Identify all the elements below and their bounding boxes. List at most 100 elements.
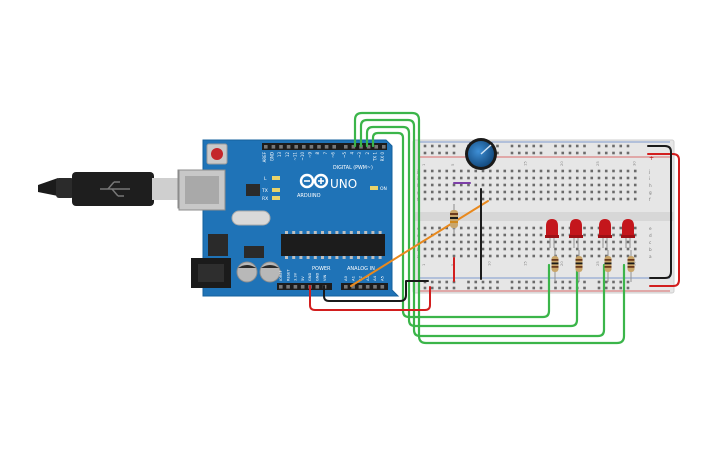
rail-hole[interactable] [626, 151, 630, 155]
breadboard-hole[interactable] [561, 169, 565, 173]
breadboard-hole[interactable] [583, 169, 586, 173]
rail-hole[interactable] [474, 280, 478, 284]
rail-hole[interactable] [423, 151, 427, 155]
rail-hole[interactable] [423, 144, 427, 148]
breadboard-hole[interactable] [503, 176, 507, 180]
rail-hole[interactable] [430, 151, 434, 155]
wire-green-d4[interactable] [359, 118, 606, 338]
breadboard-hole[interactable] [438, 183, 441, 187]
breadboard-hole[interactable] [590, 176, 594, 180]
breadboard-hole[interactable] [517, 240, 521, 244]
breadboard-hole[interactable] [597, 197, 601, 201]
analog-pin-hole[interactable] [351, 285, 355, 289]
breadboard-hole[interactable] [532, 233, 536, 237]
rail-hole[interactable] [496, 286, 499, 290]
rail-hole[interactable] [525, 144, 528, 148]
breadboard-hole[interactable] [452, 240, 456, 244]
power-pin-hole[interactable] [315, 285, 320, 289]
rail-hole[interactable] [445, 280, 449, 284]
breadboard-hole[interactable] [438, 176, 441, 180]
breadboard-hole[interactable] [474, 197, 478, 201]
red-led[interactable] [569, 219, 583, 248]
rail-hole[interactable] [539, 280, 543, 284]
breadboard-hole[interactable] [467, 197, 470, 201]
breadboard-hole[interactable] [561, 226, 565, 230]
breadboard-hole[interactable] [626, 247, 630, 251]
breadboard-hole[interactable] [590, 254, 594, 258]
breadboard-hole[interactable] [612, 240, 615, 244]
digital-pin-hole[interactable] [351, 145, 356, 149]
digital-pin-hole[interactable] [294, 145, 298, 149]
breadboard-hole[interactable] [604, 176, 608, 180]
breadboard-hole[interactable] [539, 176, 543, 180]
breadboard-hole[interactable] [467, 183, 470, 187]
breadboard-hole[interactable] [423, 247, 427, 251]
breadboard-hole[interactable] [496, 197, 499, 201]
breadboard-hole[interactable] [612, 190, 615, 194]
breadboard-hole[interactable] [554, 183, 557, 187]
rail-hole[interactable] [517, 144, 521, 148]
breadboard-hole[interactable] [583, 190, 586, 194]
rail-hole[interactable] [467, 280, 470, 284]
breadboard-hole[interactable] [575, 197, 579, 201]
breadboard-hole[interactable] [604, 240, 608, 244]
breadboard-hole[interactable] [619, 176, 623, 180]
breadboard-hole[interactable] [452, 247, 456, 251]
breadboard-hole[interactable] [525, 247, 528, 251]
digital-pin-hole[interactable] [264, 145, 268, 149]
rail-hole[interactable] [626, 280, 630, 284]
breadboard-hole[interactable] [481, 197, 485, 201]
breadboard-hole[interactable] [496, 233, 499, 237]
breadboard-hole[interactable] [525, 233, 528, 237]
breadboard-hole[interactable] [626, 254, 630, 258]
digital-pin-hole[interactable] [309, 145, 314, 149]
breadboard-hole[interactable] [438, 197, 441, 201]
breadboard-hole[interactable] [568, 247, 572, 251]
rail-hole[interactable] [619, 280, 623, 284]
rail-hole[interactable] [467, 286, 470, 290]
breadboard-hole[interactable] [633, 240, 637, 244]
breadboard-hole[interactable] [467, 176, 470, 180]
rail-hole[interactable] [438, 151, 441, 155]
breadboard-hole[interactable] [445, 254, 449, 258]
breadboard-hole[interactable] [510, 226, 514, 230]
breadboard-hole[interactable] [612, 176, 615, 180]
wire-red-rail-right[interactable] [647, 153, 680, 287]
breadboard-hole[interactable] [626, 240, 630, 244]
breadboard-hole[interactable] [510, 197, 514, 201]
breadboard-hole[interactable] [510, 247, 514, 251]
breadboard-hole[interactable] [597, 176, 601, 180]
breadboard-hole[interactable] [474, 247, 478, 251]
breadboard-hole[interactable] [546, 169, 550, 173]
breadboard-hole[interactable] [619, 226, 623, 230]
rail-hole[interactable] [597, 151, 601, 155]
breadboard-hole[interactable] [517, 233, 521, 237]
breadboard-hole[interactable] [459, 197, 463, 201]
breadboard-hole[interactable] [459, 233, 463, 237]
breadboard-hole[interactable] [604, 169, 608, 173]
breadboard-hole[interactable] [575, 169, 579, 173]
rail-hole[interactable] [496, 151, 499, 155]
breadboard-hole[interactable] [633, 190, 637, 194]
breadboard-hole[interactable] [554, 247, 557, 251]
rail-hole[interactable] [597, 280, 601, 284]
breadboard-hole[interactable] [619, 233, 623, 237]
breadboard-hole[interactable] [438, 190, 441, 194]
breadboard-hole[interactable] [633, 197, 637, 201]
breadboard-hole[interactable] [583, 197, 586, 201]
breadboard-hole[interactable] [517, 197, 521, 201]
rail-hole[interactable] [554, 144, 557, 148]
digital-pin-hole[interactable] [317, 145, 321, 149]
breadboard-hole[interactable] [430, 183, 434, 187]
breadboard-hole[interactable] [488, 226, 492, 230]
breadboard-hole[interactable] [539, 183, 543, 187]
breadboard-hole[interactable] [561, 240, 565, 244]
breadboard-hole[interactable] [445, 197, 449, 201]
breadboard-hole[interactable] [546, 183, 550, 187]
breadboard-hole[interactable] [445, 169, 449, 173]
breadboard-hole[interactable] [496, 254, 499, 258]
power-pin-hole[interactable] [293, 285, 298, 289]
breadboard-hole[interactable] [583, 254, 586, 258]
breadboard-hole[interactable] [467, 226, 470, 230]
